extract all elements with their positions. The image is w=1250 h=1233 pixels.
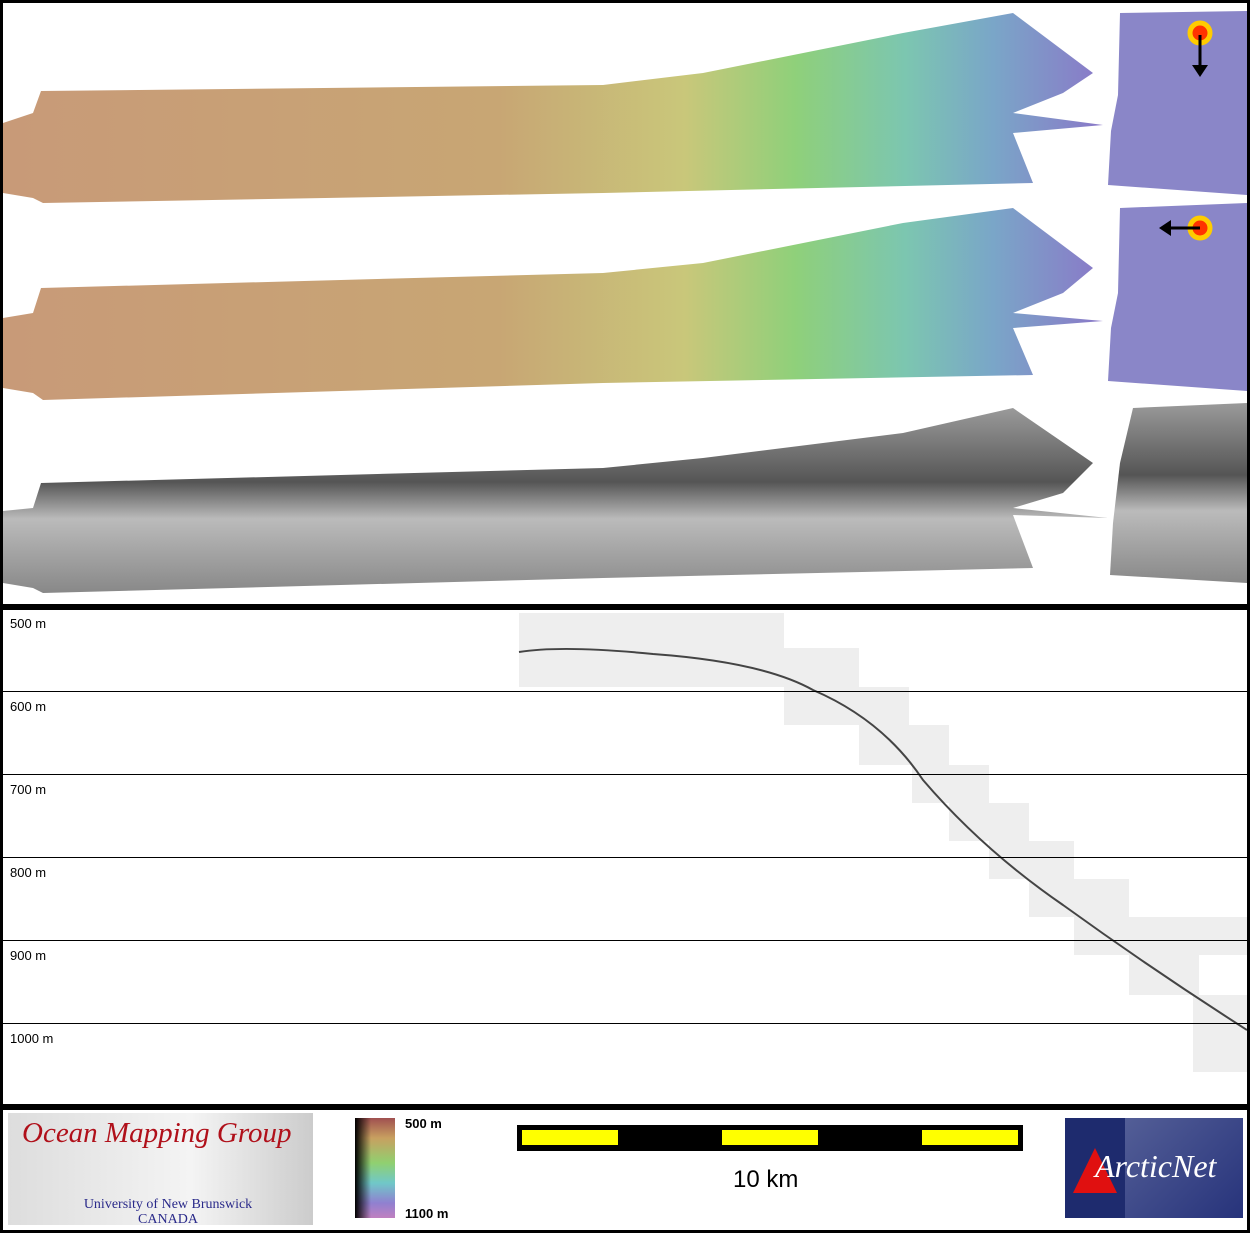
depth-label: 600 m (10, 699, 47, 714)
depth-label: 700 m (10, 782, 47, 797)
depth-label: 500 m (10, 616, 47, 631)
legend-panel: Ocean Mapping Group University of New Br… (3, 1110, 1247, 1230)
swath-backscatter (3, 408, 1108, 593)
colorbar-top-label: 500 m (405, 1116, 442, 1131)
swath-illuminated-west (3, 208, 1103, 400)
maple-leaf-icon (1073, 1148, 1117, 1193)
profile-echogram (518, 613, 1247, 1072)
depth-label: 900 m (10, 948, 47, 963)
depth-profile-panel: 500 m 600 m 700 m 800 m 900 m 1000 m (3, 610, 1247, 1104)
gridline (3, 940, 1247, 941)
swath-backscatter-right (1110, 403, 1247, 583)
bathymetry-maps-panel (3, 3, 1247, 604)
gridline (3, 691, 1247, 692)
swath-images (3, 11, 1247, 593)
gridline (3, 774, 1247, 775)
gridline (3, 857, 1247, 858)
swath-illuminated-north-right (1108, 11, 1247, 195)
seafloor-trace (518, 647, 1247, 1031)
swath-illuminated-west-right (1108, 203, 1247, 391)
depth-label: 800 m (10, 865, 47, 880)
scale-bar (517, 1125, 1023, 1151)
swath-illuminated-north (3, 13, 1103, 203)
scale-label: 10 km (733, 1166, 799, 1193)
colorbar-bottom-label: 1100 m (405, 1206, 449, 1221)
depth-label: 1000 m (10, 1031, 54, 1046)
gridline (3, 1023, 1247, 1024)
arcticnet-logo: ArcticNet (1065, 1118, 1243, 1218)
omg-logo: Ocean Mapping Group University of New Br… (8, 1113, 313, 1227)
